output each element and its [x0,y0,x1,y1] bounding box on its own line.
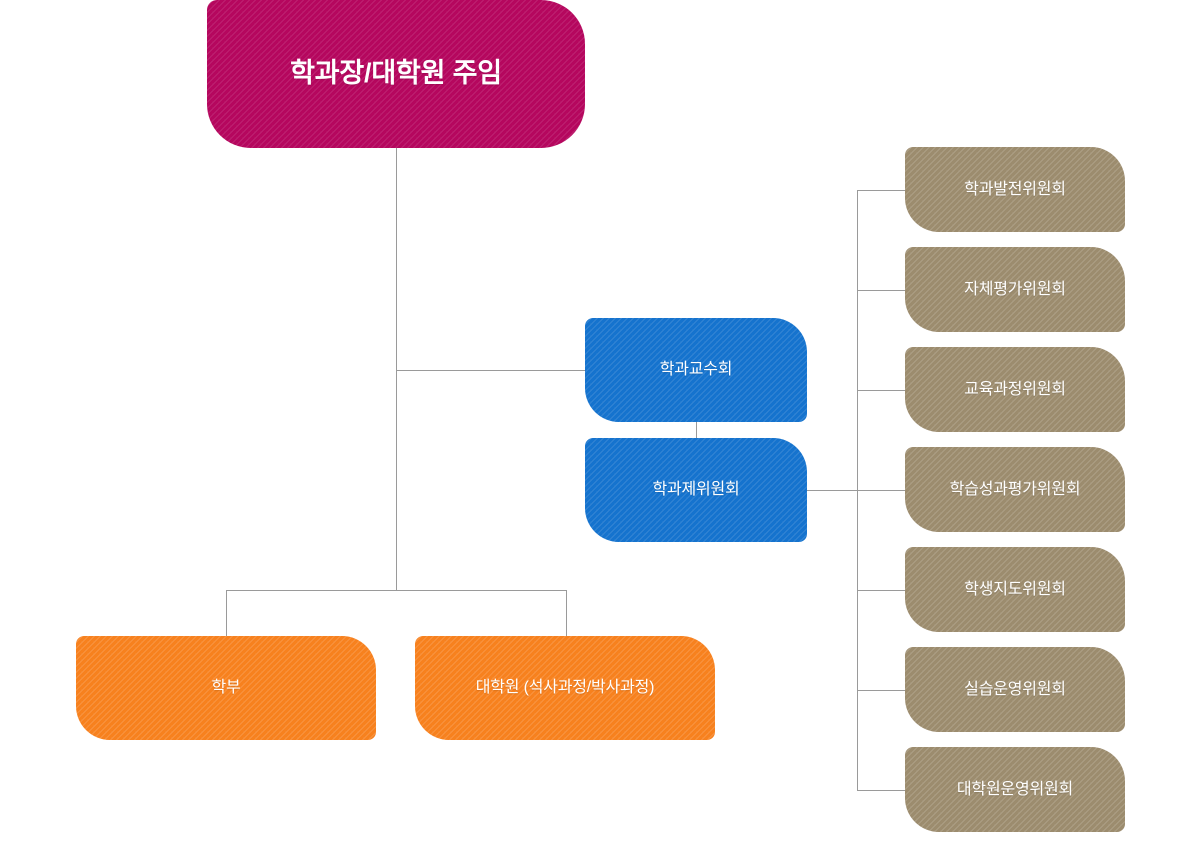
connector-council-to-committee-bus [807,490,858,491]
connector-root-trunk [396,148,397,590]
node-label: 실습운영위원회 [964,680,1066,698]
node-committee-learning-outcomes[interactable]: 학습성과평가위원회 [905,447,1125,532]
node-graduate-program[interactable]: 대학원 (석사과정/박사과정) [415,636,715,740]
node-committee-practicum-operations[interactable]: 실습운영위원회 [905,647,1125,732]
connector-stub-committee-2 [857,290,905,291]
node-label: 학부 [211,679,241,696]
node-committee-development[interactable]: 학과발전위원회 [905,147,1125,232]
node-label: 학습성과평가위원회 [949,480,1081,498]
node-label: 학생지도위원회 [964,580,1066,598]
connector-program-sibling-bar [226,590,567,591]
node-label: 학과제위원회 [652,481,740,498]
connector-stub-committee-3 [857,390,905,391]
connector-drop-undergraduate [226,590,227,636]
node-label: 대학원운영위원회 [956,780,1074,798]
node-committee-graduate-operations[interactable]: 대학원운영위원회 [905,747,1125,832]
node-department-head[interactable]: 학과장/대학원 주임 [207,0,585,148]
node-label: 학과교수회 [659,361,733,378]
connector-stub-committee-4 [857,490,905,491]
connector-between-councils [696,422,697,438]
node-faculty-council[interactable]: 학과교수회 [585,318,807,422]
node-label: 대학원 (석사과정/박사과정) [475,679,655,696]
connector-stub-committee-7 [857,790,905,791]
node-committee-student-guidance[interactable]: 학생지도위원회 [905,547,1125,632]
connector-stub-committee-5 [857,590,905,591]
node-label: 자체평가위원회 [964,280,1066,298]
connector-stub-committee-6 [857,690,905,691]
node-committee-self-evaluation[interactable]: 자체평가위원회 [905,247,1125,332]
node-department-committees-body[interactable]: 학과제위원회 [585,438,807,542]
connector-drop-graduate [566,590,567,636]
node-label: 학과장/대학원 주임 [290,58,502,89]
connector-stub-committee-1 [857,190,905,191]
node-committee-curriculum[interactable]: 교육과정위원회 [905,347,1125,432]
connector-trunk-to-council [396,370,585,371]
node-undergraduate-program[interactable]: 학부 [76,636,376,740]
node-label: 교육과정위원회 [964,380,1066,398]
node-label: 학과발전위원회 [964,180,1066,198]
